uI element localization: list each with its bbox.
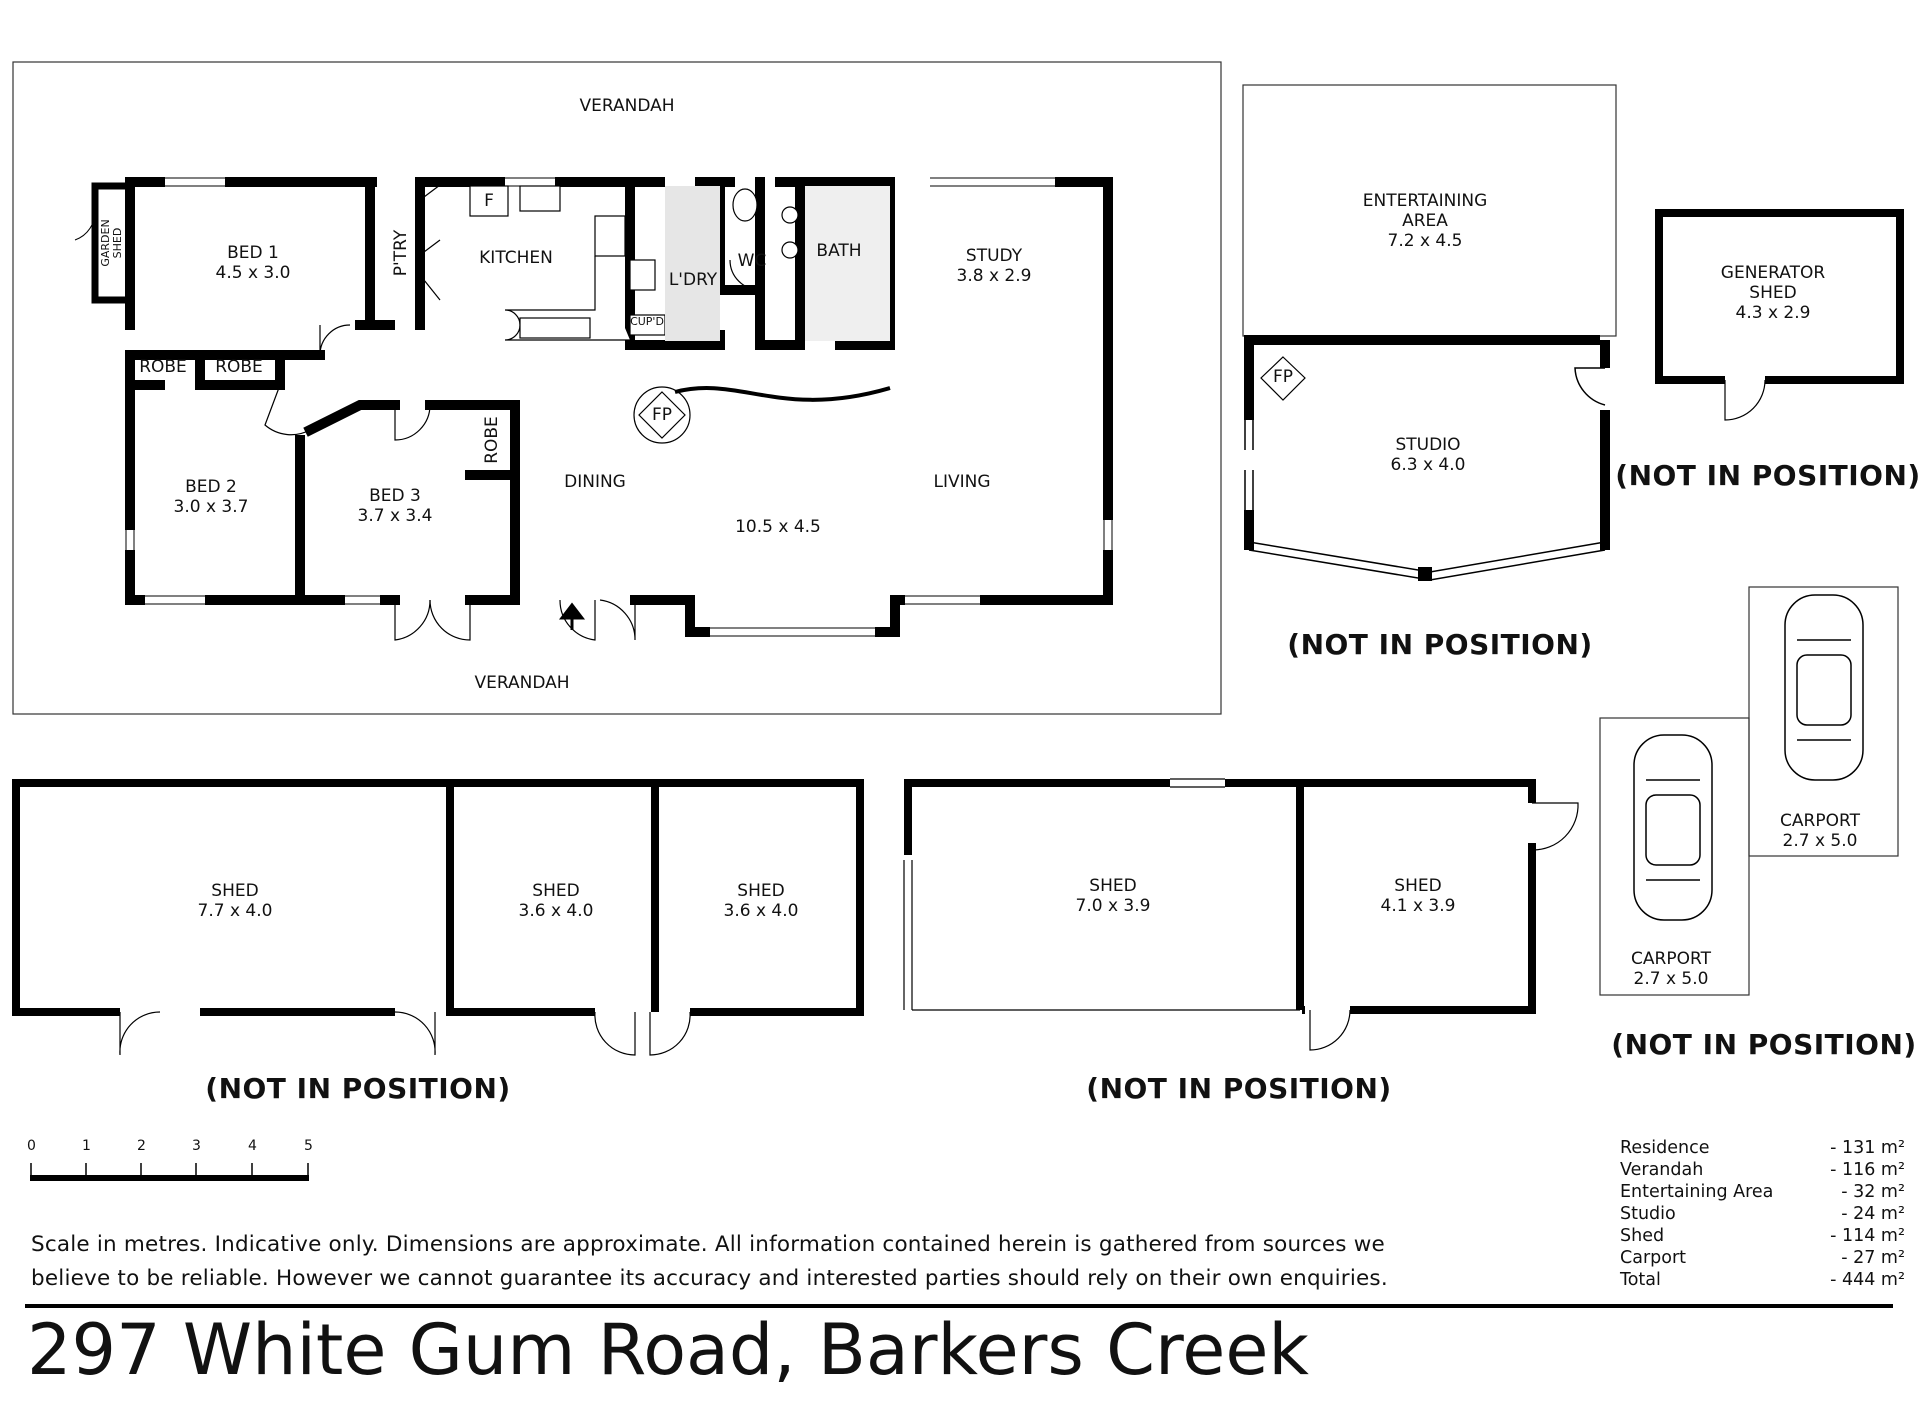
scale-tick-1: 1	[82, 1138, 91, 1154]
area-row: Total- 444 m²	[1620, 1270, 1905, 1290]
living-label: LIVING	[933, 472, 991, 492]
bath-floor	[805, 186, 890, 341]
car-icon-right	[1784, 594, 1864, 781]
verandah-top-label: VERANDAH	[579, 96, 675, 116]
windows	[125, 177, 1113, 637]
fireplace-main	[633, 386, 891, 444]
not-in-position-studio: (NOT IN POSITION)	[1287, 628, 1593, 661]
pantry-label: P'TRY	[391, 229, 411, 277]
studio-corner-post	[1418, 567, 1432, 581]
left-shed-walls	[12, 779, 864, 1016]
fridge-label: F	[484, 191, 494, 211]
area-row: Residence- 131 m²	[1620, 1138, 1905, 1158]
living-dims-label: 10.5 x 4.5	[735, 517, 821, 537]
garden-shed	[74, 182, 130, 304]
scale-tick-2: 2	[137, 1138, 146, 1154]
generator-shed-door	[1724, 379, 1766, 421]
disclaimer-text: Scale in metres. Indicative only. Dimens…	[31, 1228, 1531, 1296]
area-row: Verandah- 116 m²	[1620, 1160, 1905, 1180]
cupboard-label: CUP'D	[630, 315, 664, 328]
scale-bar	[30, 1163, 309, 1181]
kitchen-label: KITCHEN	[479, 248, 553, 268]
property-address-title: 297 White Gum Road, Barkers Creek	[27, 1309, 1309, 1391]
robe-label-3: ROBE	[482, 416, 502, 464]
area-row: Studio- 24 m²	[1620, 1204, 1905, 1224]
disclaimer-line-1: Scale in metres. Indicative only. Dimens…	[31, 1232, 1385, 1257]
studio-fireplace-symbol	[1260, 356, 1306, 401]
robe-label-2: ROBE	[215, 357, 263, 377]
scale-tick-5: 5	[304, 1138, 313, 1154]
laundry-floor	[665, 186, 720, 341]
disclaimer-line-2: believe to be reliable. However we canno…	[31, 1266, 1388, 1291]
scale-tick-0: 0	[27, 1138, 36, 1154]
carport-outline-left	[1599, 717, 1750, 996]
not-in-position-right-sheds: (NOT IN POSITION)	[1086, 1072, 1392, 1105]
area-row: Carport- 27 m²	[1620, 1248, 1905, 1268]
scale-tick-3: 3	[192, 1138, 201, 1154]
left-shed-doors	[119, 1011, 691, 1056]
not-in-position-left-sheds: (NOT IN POSITION)	[205, 1072, 511, 1105]
title-separator	[25, 1304, 1893, 1308]
area-row: Entertaining Area- 32 m²	[1620, 1182, 1905, 1202]
right-shed-details	[903, 778, 1579, 1051]
right-shed-walls	[904, 779, 1536, 1014]
area-summary-table: Residence- 131 m² Verandah- 116 m² Enter…	[1620, 1137, 1905, 1291]
area-row: Shed- 114 m²	[1620, 1226, 1905, 1246]
dining-label: DINING	[564, 472, 626, 492]
car-icons	[1633, 594, 1864, 921]
not-in-position-generator: (NOT IN POSITION)	[1615, 459, 1921, 492]
studio-fireplace-label: FP	[1272, 367, 1294, 387]
studio-walls	[1244, 335, 1610, 550]
not-in-position-carports: (NOT IN POSITION)	[1611, 1028, 1917, 1061]
wc-label: WC	[737, 251, 767, 271]
entry-arrow	[558, 602, 586, 630]
verandah-outline	[12, 61, 1222, 715]
generator-shed-walls	[1655, 209, 1904, 384]
laundry-label: L'DRY	[668, 270, 718, 290]
kitchen-fittings	[469, 185, 885, 341]
fireplace-label: FP	[651, 405, 673, 425]
robe-label-1: ROBE	[139, 357, 187, 377]
verandah-bottom-label: VERANDAH	[474, 673, 570, 693]
bath-label: BATH	[816, 241, 862, 261]
car-icon-left	[1633, 734, 1713, 921]
scale-tick-4: 4	[248, 1138, 257, 1154]
